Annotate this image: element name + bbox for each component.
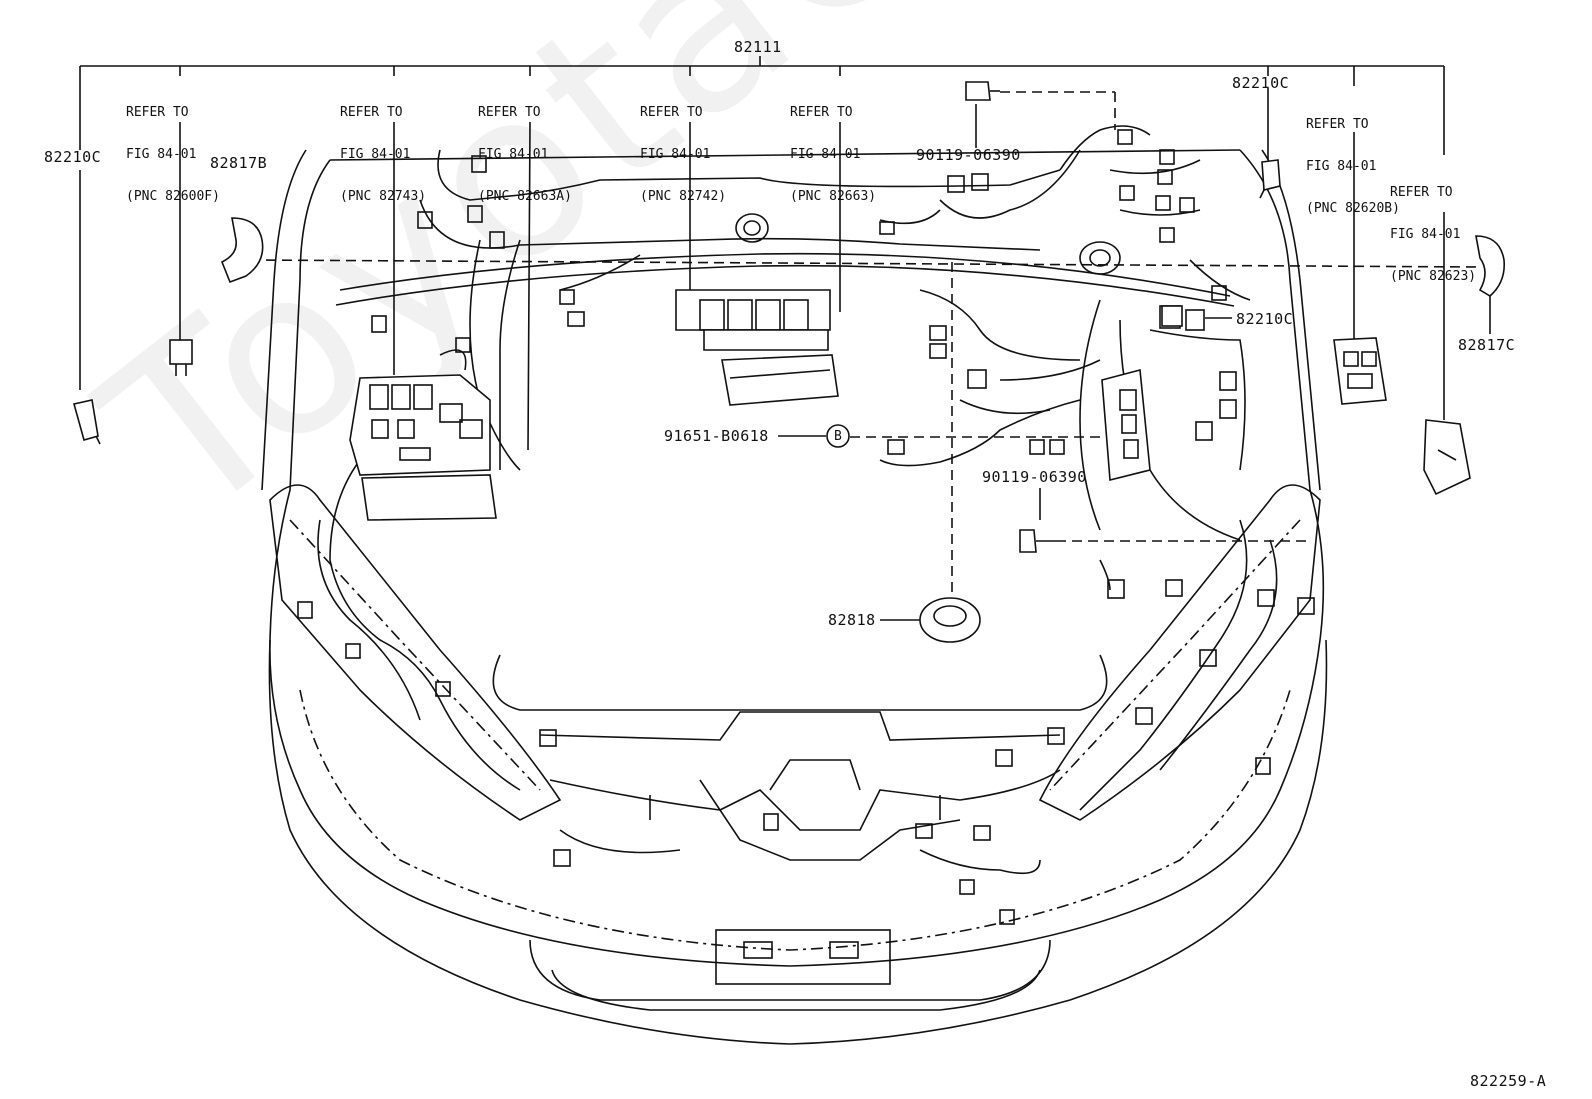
grille-area — [539, 711, 1061, 861]
refer-note-line1: REFER TO — [478, 105, 541, 120]
label-bolt-mid: 90119-06390 — [982, 468, 1087, 486]
refer-note-line1: REFER TO — [126, 105, 189, 120]
refer-note-82623: REFER TO FIG 84-01 (PNC 82623) — [1390, 158, 1476, 312]
label-bolt-top: 90119-06390 — [916, 146, 1021, 164]
refer-note-82663: REFER TO FIG 84-01 (PNC 82663) — [790, 78, 876, 232]
refer-note-line3: (PNC 82600F) — [126, 189, 220, 204]
refer-note-line3: (PNC 82663A) — [478, 189, 572, 204]
refer-note-line2: FIG 84-01 — [790, 147, 861, 162]
refer-note-line3: (PNC 82743) — [340, 189, 427, 204]
refer-note-line1: REFER TO — [1306, 117, 1369, 132]
main-part-bracket — [79, 56, 1445, 390]
main-part-number: 82111 — [734, 38, 782, 56]
refer-note-line3: (PNC 82663) — [790, 189, 877, 204]
refer-note-line1: REFER TO — [340, 105, 403, 120]
refer-note-line2: FIG 84-01 — [1306, 159, 1377, 174]
connectors — [297, 129, 1315, 925]
refer-note-line3: (PNC 82742) — [640, 189, 727, 204]
headlights — [269, 484, 1321, 821]
refer-note-82743: REFER TO FIG 84-01 (PNC 82743) — [340, 78, 426, 232]
refer-note-line3: (PNC 82620B) — [1306, 201, 1400, 216]
refer-note-82600F: REFER TO FIG 84-01 (PNC 82600F) — [126, 78, 220, 232]
leader-lines — [179, 88, 1491, 621]
figure-id: 822259-A — [1470, 1072, 1547, 1090]
label-clamp-right-mid: 82210C — [1236, 310, 1294, 328]
refer-note-82620B: REFER TO FIG 84-01 (PNC 82620B) — [1306, 90, 1400, 244]
refer-note-82742: REFER TO FIG 84-01 (PNC 82742) — [640, 78, 726, 232]
refer-note-line3: (PNC 82623) — [1390, 269, 1477, 284]
relay-box-left — [349, 337, 497, 521]
label-clamp-right-top: 82210C — [1232, 74, 1290, 92]
label-clip-b-marker: B — [834, 429, 843, 444]
refer-note-line2: FIG 84-01 — [1390, 227, 1461, 242]
refer-note-line1: REFER TO — [790, 105, 853, 120]
exploded-parts — [73, 81, 1506, 643]
body-outline — [261, 149, 1328, 1045]
label-clip-b: 91651-B0618 — [664, 427, 769, 445]
label-grommet-left: 82817B — [210, 154, 268, 172]
refer-note-line1: REFER TO — [1390, 185, 1453, 200]
refer-note-82663A: REFER TO FIG 84-01 (PNC 82663A) — [478, 78, 572, 232]
label-clamp-left-top: 82210C — [44, 148, 102, 166]
label-grommet-right: 82817C — [1458, 336, 1516, 354]
refer-note-line2: FIG 84-01 — [126, 147, 197, 162]
refer-note-line1: REFER TO — [640, 105, 703, 120]
fuse-block-center — [675, 213, 839, 406]
label-grommet-center: 82818 — [828, 611, 876, 629]
relay-box-right — [1079, 241, 1237, 482]
refer-note-line2: FIG 84-01 — [640, 147, 711, 162]
refer-note-line2: FIG 84-01 — [478, 147, 549, 162]
refer-note-line2: FIG 84-01 — [340, 147, 411, 162]
